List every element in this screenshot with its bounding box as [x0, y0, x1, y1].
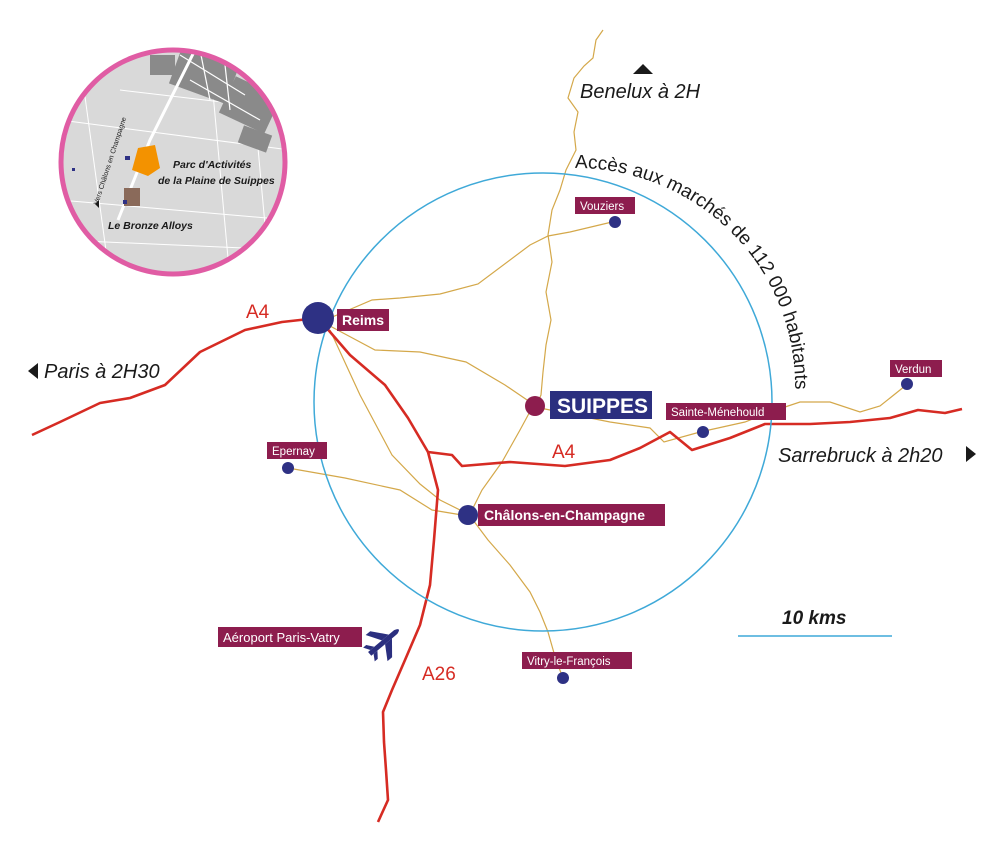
main-site-label: SUIPPES [557, 395, 648, 418]
inset-locator-map: Vers Châlons en Champagne Parc d'Activit… [58, 47, 288, 277]
city-label-bg [890, 360, 942, 377]
inset-zone-label-1: Parc d'Activités [173, 159, 252, 171]
destination-benelux: Benelux à 2H [580, 64, 701, 103]
road-epernay-chalons [287, 467, 469, 517]
city-dot-epernay [282, 462, 294, 474]
city-label-bg [522, 652, 632, 669]
highway-a26 [376, 451, 440, 823]
road-reims-vouziers [329, 221, 613, 319]
inset-zone-label-2: de la Plaine de Suippes [158, 175, 275, 187]
destination-paris-label: Paris à 2H30 [44, 361, 160, 383]
arrow-right-icon [966, 446, 976, 462]
road-suippes-chalons [469, 405, 534, 515]
scale-label: 10 kms [782, 608, 846, 629]
secondary-roads [287, 29, 906, 679]
scale-bar: 10 kms [738, 608, 892, 637]
arrow-up-icon [633, 64, 653, 74]
main-site-dot [525, 396, 545, 416]
highway-label-a4-east: A4 [552, 442, 576, 463]
highway-label-a26: A26 [422, 664, 456, 685]
city-label-vouziers: Vouziers [580, 201, 624, 213]
city-label-sainte-menehould: Sainte-Ménehould [671, 407, 764, 419]
airport: Aéroport Paris-Vatry [218, 627, 399, 662]
destination-sarrebruck-label: Sarrebruck à 2h20 [778, 445, 943, 467]
main-site-label-bg [550, 391, 652, 419]
arrow-down-icon [95, 200, 99, 208]
city-chalons: Châlons-en-Champagne [458, 504, 665, 526]
market-radius-circle [313, 172, 773, 632]
city-label-bg [666, 403, 786, 420]
city-verdun: Verdun [890, 360, 942, 390]
arrow-left-icon [28, 363, 38, 379]
destination-paris: Paris à 2H30 [28, 361, 160, 383]
airport-label: Aéroport Paris-Vatry [223, 630, 340, 645]
inset-building [124, 188, 140, 206]
destination-sarrebruck: Sarrebruck à 2h20 [778, 445, 976, 467]
city-label-epernay: Epernay [272, 446, 315, 458]
highways [31, 316, 963, 823]
city-epernay: Epernay [267, 442, 327, 474]
city-label-verdun: Verdun [895, 364, 931, 376]
airport-label-bg [218, 627, 362, 647]
city-label-bg [478, 504, 665, 526]
city-dot-vouziers [609, 216, 621, 228]
city-label-vitry: Vitry-le-François [527, 656, 611, 668]
road-reims-suippes [329, 325, 534, 405]
inset-activity-zone [132, 145, 160, 176]
city-dot-verdun [901, 378, 913, 390]
city-label-bg [267, 442, 327, 459]
inset-border [58, 47, 288, 277]
city-label-reims: Reims [342, 312, 384, 328]
city-label-bg [337, 309, 389, 331]
destination-benelux-label: Benelux à 2H [580, 81, 701, 103]
market-access-text: Accès aux marchés de 112 000 habitants [575, 152, 811, 390]
city-vouziers: Vouziers [575, 197, 635, 228]
city-label-chalons: Châlons-en-Champagne [484, 507, 645, 523]
road-north-benelux [535, 29, 604, 407]
city-sainte-menehould: Sainte-Ménehould [666, 403, 786, 438]
road-reims-chalons [329, 329, 469, 515]
city-dot-vitry [557, 672, 569, 684]
city-dot-sainte-menehould [697, 426, 709, 438]
inset-company-label: Le Bronze Alloys [108, 220, 193, 232]
city-label-bg [575, 197, 635, 214]
main-site-suippes: SUIPPES [525, 391, 652, 419]
highway-a4 [31, 316, 963, 468]
city-dot-chalons [458, 505, 478, 525]
city-reims: Reims [302, 302, 389, 334]
highway-label-a4-west: A4 [246, 302, 270, 323]
airplane-icon [363, 629, 399, 662]
city-vitry: Vitry-le-François [522, 652, 632, 684]
city-dot-reims [302, 302, 334, 334]
